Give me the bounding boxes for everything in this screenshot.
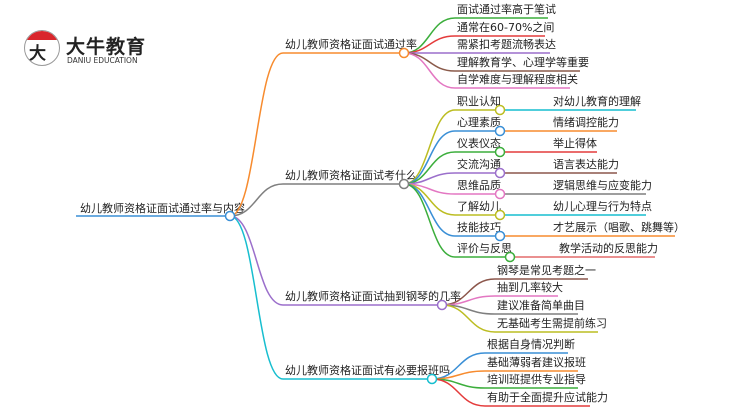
leaf-label: 基础薄弱者建议报班 bbox=[487, 355, 586, 369]
detail-label: 逻辑思维与应变能力 bbox=[553, 178, 652, 192]
logo-mark-icon: 大牛 bbox=[24, 30, 60, 66]
leaf-connector bbox=[431, 378, 486, 407]
branch-connector bbox=[229, 215, 284, 306]
leaf-connector bbox=[441, 304, 496, 333]
leaf-connector bbox=[403, 183, 456, 258]
leaf-connector bbox=[403, 183, 456, 237]
branch-connector bbox=[229, 52, 284, 217]
branch-label: 幼儿教师资格证面试抽到钢琴的几率 bbox=[285, 289, 461, 303]
detail-label: 举止得体 bbox=[553, 136, 597, 150]
node-circle-icon bbox=[494, 125, 506, 137]
logo-text: 大牛教育 bbox=[66, 36, 147, 58]
topic-label: 了解幼儿 bbox=[457, 199, 501, 213]
node-circle-icon bbox=[398, 178, 410, 190]
leaf-label: 根据自身情况判断 bbox=[487, 337, 575, 351]
branch-connector bbox=[229, 215, 284, 380]
branch-connector bbox=[229, 183, 284, 217]
detail-label: 对幼儿教育的理解 bbox=[553, 94, 641, 108]
detail-label: 教学活动的反思能力 bbox=[559, 241, 658, 255]
leaf-label: 抽到几率较大 bbox=[497, 280, 563, 294]
detail-label: 才艺展示（唱歌、跳舞等） bbox=[553, 220, 685, 234]
node-circle-icon bbox=[436, 299, 448, 311]
leaf-label: 钢琴是常见考题之一 bbox=[497, 263, 596, 277]
node-circle-icon bbox=[494, 230, 506, 242]
node-circle-icon bbox=[494, 209, 506, 221]
node-circle-icon bbox=[504, 251, 516, 263]
root-node-label: 幼儿教师资格证面试通过率与内容 bbox=[80, 201, 245, 215]
leaf-label: 通常在60-70%之间 bbox=[457, 20, 554, 34]
node-circle-icon bbox=[494, 167, 506, 179]
leaf-connector bbox=[403, 130, 456, 185]
leaf-connector bbox=[403, 52, 456, 72]
topic-label: 技能技巧 bbox=[457, 220, 501, 234]
detail-label: 情绪调控能力 bbox=[553, 115, 619, 129]
node-circle-icon bbox=[224, 210, 236, 222]
logo-subtext: DANIU EDUCATION bbox=[67, 56, 138, 65]
logo: 大牛 大牛教育 DANIU EDUCATION bbox=[24, 28, 154, 72]
detail-label: 语言表达能力 bbox=[553, 157, 619, 171]
leaf-label: 培训班提供专业指导 bbox=[487, 372, 586, 386]
leaf-label: 建议准备简单曲目 bbox=[497, 298, 585, 312]
leaf-label: 理解教育学、心理学等重要 bbox=[457, 55, 589, 69]
branch-label: 幼儿教师资格证面试通过率 bbox=[285, 37, 417, 51]
topic-label: 交流沟通 bbox=[457, 157, 501, 171]
leaf-label: 需紧扣考题流畅表达 bbox=[457, 37, 556, 51]
branch-label: 幼儿教师资格证面试有必要报班吗 bbox=[285, 363, 450, 377]
topic-label: 评价与反思 bbox=[457, 242, 512, 255]
branch-label: 幼儿教师资格证面试考什么 bbox=[285, 168, 417, 182]
topic-label: 职业认知 bbox=[457, 94, 501, 108]
leaf-label: 有助于全面提升应试能力 bbox=[487, 390, 608, 404]
node-circle-icon bbox=[426, 373, 438, 385]
detail-label: 幼儿心理与行为特点 bbox=[553, 199, 652, 213]
node-circle-icon bbox=[494, 188, 506, 200]
leaf-label: 无基础考生需提前练习 bbox=[497, 316, 607, 330]
leaf-connector bbox=[403, 109, 456, 185]
node-circle-icon bbox=[398, 47, 410, 59]
topic-label: 思维品质 bbox=[457, 179, 501, 192]
leaf-connector bbox=[403, 52, 456, 89]
topic-label: 心理素质 bbox=[457, 116, 501, 129]
leaf-label: 自学难度与理解程度相关 bbox=[457, 72, 578, 86]
node-circle-icon bbox=[494, 146, 506, 158]
node-circle-icon bbox=[494, 104, 506, 116]
topic-label: 仪表仪态 bbox=[457, 136, 501, 150]
leaf-label: 面试通过率高于笔试 bbox=[457, 2, 556, 16]
